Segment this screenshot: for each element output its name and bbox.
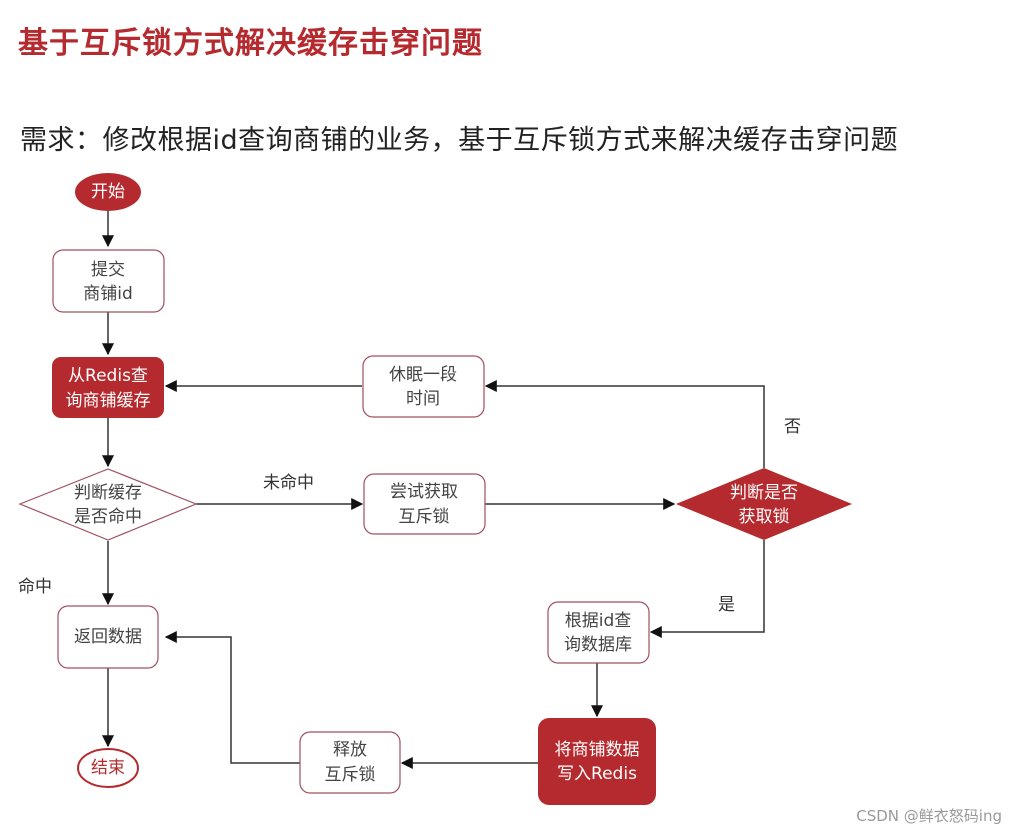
node-query-cache-line2: 询商铺缓存 — [66, 391, 151, 411]
node-submit-line1: 提交 — [91, 260, 125, 280]
edge-check-lock-sleep — [484, 380, 765, 468]
requirement-text: 需求：修改根据id查询商铺的业务，基于互斥锁方式来解决缓存击穿问题 — [20, 125, 899, 156]
edge-label-miss: 未命中 — [263, 473, 314, 493]
node-release-lock-line2: 互斥锁 — [325, 765, 376, 785]
node-try-lock-line1: 尝试获取 — [390, 482, 458, 502]
watermark: CSDN @鲜衣怒码ing — [856, 807, 1002, 825]
edge-label-yes: 是 — [718, 595, 735, 615]
node-write-redis-line2: 写入Redis — [557, 764, 637, 784]
node-submit-line2: 商铺id — [83, 284, 133, 304]
node-write-redis: 将商铺数据 写入Redis — [538, 718, 656, 805]
node-return-data-label: 返回数据 — [74, 627, 142, 647]
node-submit: 提交 商铺id — [52, 249, 165, 313]
node-query-db-line2: 询数据库 — [564, 635, 632, 655]
node-query-cache: 从Redis查 询商铺缓存 — [52, 357, 164, 418]
page-title: 基于互斥锁方式解决缓存击穿问题 — [18, 26, 483, 61]
edge-label-no: 否 — [784, 417, 801, 437]
node-release-lock-line1: 释放 — [333, 740, 367, 760]
node-end: 结束 — [77, 748, 139, 788]
node-check-hit-line1: 判断缓存 — [74, 483, 142, 503]
node-try-lock: 尝试获取 互斥锁 — [363, 473, 486, 535]
node-sleep-line1: 休眠一段 — [389, 365, 457, 385]
node-end-label: 结束 — [91, 758, 125, 778]
node-write-redis-line1: 将商铺数据 — [555, 740, 640, 760]
node-start-label: 开始 — [91, 182, 125, 202]
node-check-lock-line2: 获取锁 — [739, 507, 790, 527]
node-sleep-line2: 时间 — [406, 389, 440, 409]
edge-release-return — [164, 631, 300, 764]
node-start: 开始 — [75, 173, 141, 211]
node-check-hit: 判断缓存 是否命中 — [18, 468, 198, 541]
node-return-data: 返回数据 — [57, 605, 159, 669]
edge-label-hit: 命中 — [18, 577, 52, 597]
node-query-cache-line1: 从Redis查 — [68, 366, 148, 386]
edges — [102, 210, 765, 769]
node-check-lock: 判断是否 获取锁 — [676, 468, 852, 540]
node-sleep: 休眠一段 时间 — [362, 355, 485, 418]
node-check-lock-line1: 判断是否 — [730, 483, 798, 503]
node-release-lock: 释放 互斥锁 — [299, 731, 401, 794]
edge-check-lock-query-db — [649, 540, 765, 638]
node-check-hit-line2: 是否命中 — [74, 507, 142, 527]
node-try-lock-line2: 互斥锁 — [399, 507, 450, 527]
node-query-db: 根据id查 询数据库 — [547, 601, 650, 664]
node-query-db-line1: 根据id查 — [565, 611, 632, 631]
